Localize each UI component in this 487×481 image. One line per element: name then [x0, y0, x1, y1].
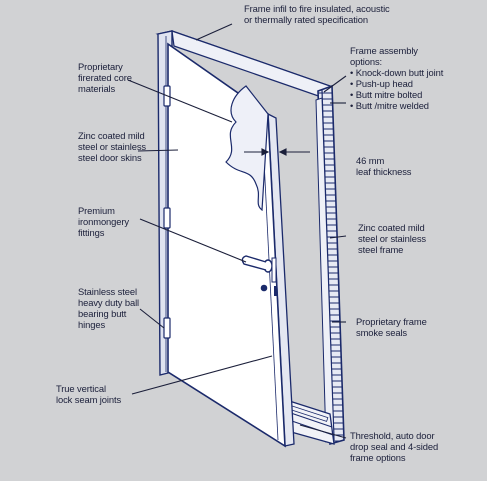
label-leaf-thickness: 46 mm leaf thickness: [356, 155, 412, 177]
label-core-materials: Proprietary firerated core materials: [78, 61, 132, 94]
label-frame-assembly: Frame assembly options: Knock-down butt …: [350, 45, 443, 111]
thickness-dimension: [244, 148, 310, 156]
option-item: Butt /mitre welded: [350, 100, 443, 111]
label-smoke-seals: Proprietary frame smoke seals: [356, 316, 427, 338]
label-lock-seam: True vertical lock seam joints: [56, 383, 122, 405]
option-item: Push-up head: [350, 78, 443, 89]
label-door-skins: Zinc coated mild steel or stainless stee…: [78, 130, 147, 163]
label-hinges: Stainless steel heavy duty ball bearing …: [78, 286, 140, 330]
core-cutaway: [225, 85, 269, 212]
frame-assembly-options: Knock-down butt joint Push-up head Butt …: [350, 67, 444, 111]
lever-handle: [241, 255, 273, 292]
label-ironmongery: Premium ironmongery fittings: [78, 205, 130, 238]
label-frame-infill: Frame infil to fire insulated, acoustic …: [244, 3, 390, 25]
option-item: Knock-down butt joint: [350, 67, 444, 78]
option-item: Butt mitre bolted: [350, 89, 443, 100]
label-steel-frame: Zinc coated mild steel or stainless stee…: [358, 222, 427, 255]
label-threshold: Threshold, auto door drop seal and 4-sid…: [350, 430, 439, 463]
door-leaf: [167, 42, 286, 448]
leader-lines: [127, 23, 347, 439]
